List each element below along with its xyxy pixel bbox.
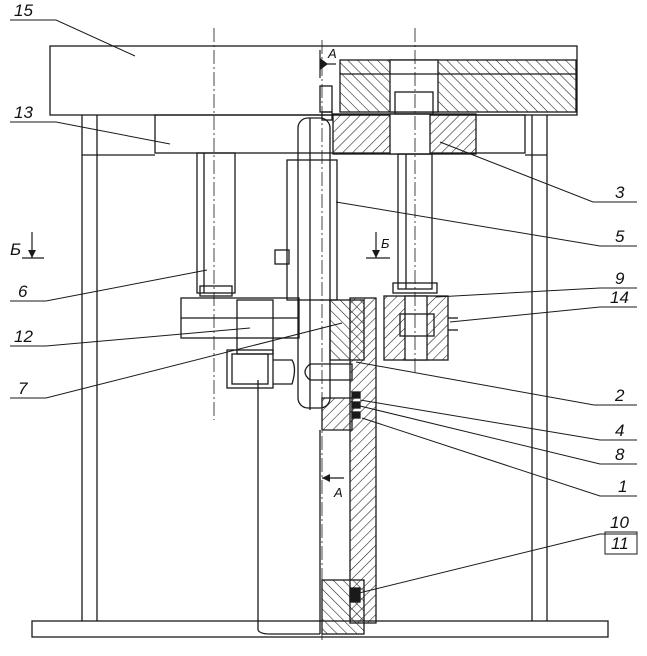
section-b-left: Б	[10, 240, 21, 259]
label-5: 5	[615, 227, 625, 246]
label-8: 8	[615, 445, 625, 464]
rod-5	[297, 117, 331, 409]
label-9: 9	[615, 269, 625, 288]
label-4: 4	[615, 421, 624, 440]
label-1: 1	[618, 477, 627, 496]
lower-body	[257, 380, 321, 635]
label-11: 11	[611, 534, 629, 553]
section-a-top: A	[327, 46, 337, 61]
upper-insert	[339, 59, 577, 113]
section-a-bottom: A	[333, 485, 343, 500]
left-column	[81, 115, 98, 621]
clamp-box	[226, 349, 274, 389]
label-6: 6	[18, 282, 28, 301]
label-15: 15	[14, 1, 33, 20]
label-7: 7	[18, 379, 28, 398]
section-b-center: Б	[381, 236, 390, 251]
label-14: 14	[610, 288, 629, 307]
label-2: 2	[614, 386, 625, 405]
label-3: 3	[615, 183, 625, 202]
label-box-11	[604, 531, 638, 555]
label-13: 13	[14, 103, 33, 122]
label-12: 12	[14, 327, 33, 346]
guide-cylinder-6	[196, 152, 236, 294]
label-10: 10	[610, 513, 629, 532]
right-column	[531, 115, 548, 621]
